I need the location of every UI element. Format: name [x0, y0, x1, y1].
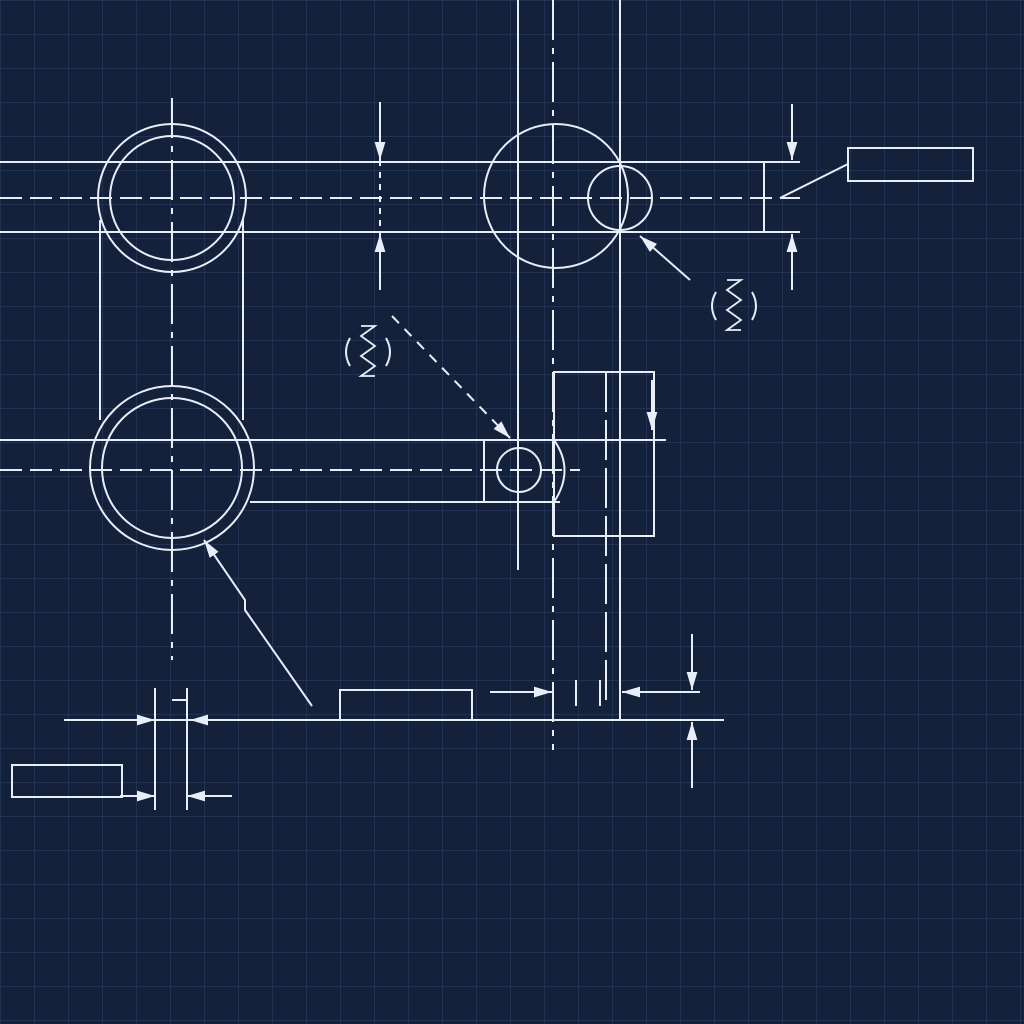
upper-left-joint: [97, 98, 247, 660]
lower-left-joint: [0, 385, 580, 551]
label-box-top-right: [847, 147, 974, 182]
spring-symbol: [345, 325, 391, 377]
upper-bar: [0, 161, 800, 233]
vertical-link: [99, 220, 244, 420]
spring-symbol: [711, 279, 757, 331]
label-box-bottom-center: [339, 689, 473, 721]
slider-block: [483, 371, 666, 700]
label-box-bottom-left: [11, 764, 123, 798]
